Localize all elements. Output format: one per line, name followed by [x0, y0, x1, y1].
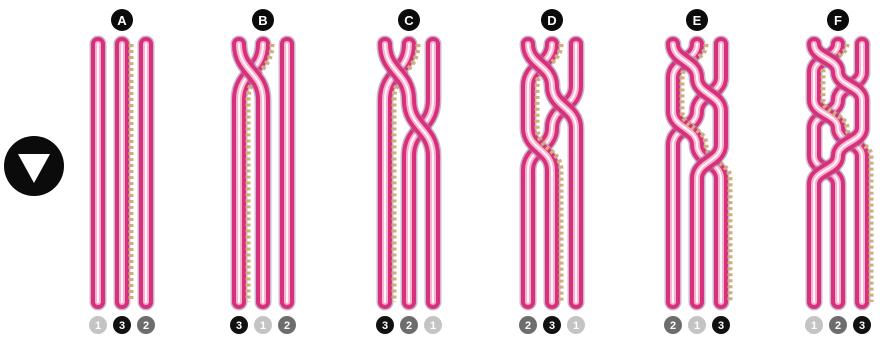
direction-indicator — [4, 136, 64, 196]
step-label-badge: E — [686, 9, 708, 31]
braid-strand-3 — [122, 44, 131, 302]
strand-number: 2 — [670, 320, 676, 332]
braid-panels: A 1 3 2 B 3 1 2 C 3 2 1 D 2 3 1 E 2 1 3 F 1 2 3 — [89, 9, 871, 334]
strand-number: 1 — [811, 320, 817, 332]
step-label: F — [834, 13, 842, 28]
panel-c: C 3 2 1 — [376, 9, 442, 334]
panel-e: E 2 1 3 — [664, 9, 730, 334]
step-label-badge: F — [827, 9, 849, 31]
strand-number: 3 — [382, 320, 388, 332]
strand-order: 3 2 1 — [376, 316, 442, 334]
strand-number: 2 — [143, 320, 149, 332]
strand-number-badge: 1 — [567, 316, 585, 334]
strand-number-badge: 1 — [89, 316, 107, 334]
braid — [385, 44, 433, 302]
step-label-badge: C — [398, 9, 420, 31]
strand-number: 1 — [430, 320, 436, 332]
strand-number-badge: 3 — [376, 316, 394, 334]
panel-f: F 1 2 3 — [805, 9, 871, 334]
strand-number: 2 — [835, 320, 841, 332]
braid — [239, 44, 287, 302]
strand-order: 3 1 2 — [230, 316, 296, 334]
step-label-badge: A — [111, 9, 133, 31]
strand-number: 3 — [119, 320, 125, 332]
strand-number-badge: 3 — [853, 316, 871, 334]
strand-number: 3 — [236, 320, 242, 332]
strand-number-badge: 2 — [664, 316, 682, 334]
panel-a: A 1 3 2 — [89, 9, 155, 334]
strand-number: 2 — [525, 320, 531, 332]
step-label: B — [258, 13, 267, 28]
step-label: A — [117, 13, 127, 28]
strand-number: 3 — [859, 320, 865, 332]
panel-d: D 2 3 1 — [519, 9, 585, 334]
braid — [814, 44, 871, 302]
strand-number-badge: 3 — [113, 316, 131, 334]
strand-order: 1 3 2 — [89, 316, 155, 334]
strand-number: 2 — [284, 320, 290, 332]
strand-number-badge: 2 — [829, 316, 847, 334]
strand-number-badge: 1 — [424, 316, 442, 334]
strand-number: 2 — [406, 320, 412, 332]
strand-number: 1 — [694, 320, 700, 332]
step-label: C — [404, 13, 414, 28]
braid — [98, 44, 146, 302]
braid — [528, 44, 576, 302]
step-label: D — [547, 13, 556, 28]
strand-number-badge: 2 — [137, 316, 155, 334]
strand-number: 3 — [718, 320, 724, 332]
strand-order: 2 1 3 — [664, 316, 730, 334]
strand-number-badge: 1 — [688, 316, 706, 334]
step-label-badge: D — [541, 9, 563, 31]
strand-number-badge: 1 — [254, 316, 272, 334]
strand-order: 2 3 1 — [519, 316, 585, 334]
strand-number-badge: 1 — [805, 316, 823, 334]
step-label: E — [693, 13, 702, 28]
strand-number-badge: 3 — [230, 316, 248, 334]
strand-number-badge: 3 — [712, 316, 730, 334]
braid — [673, 44, 730, 302]
strand-number-badge: 3 — [543, 316, 561, 334]
strand-number: 1 — [95, 320, 101, 332]
panel-b: B 3 1 2 — [230, 9, 296, 334]
strand-number-badge: 2 — [400, 316, 418, 334]
step-label-badge: B — [252, 9, 274, 31]
strand-number-badge: 2 — [519, 316, 537, 334]
strand-order: 1 2 3 — [805, 316, 871, 334]
strand-number: 1 — [260, 320, 266, 332]
strand-number: 3 — [549, 320, 555, 332]
strand-number-badge: 2 — [278, 316, 296, 334]
strand-number: 1 — [573, 320, 579, 332]
